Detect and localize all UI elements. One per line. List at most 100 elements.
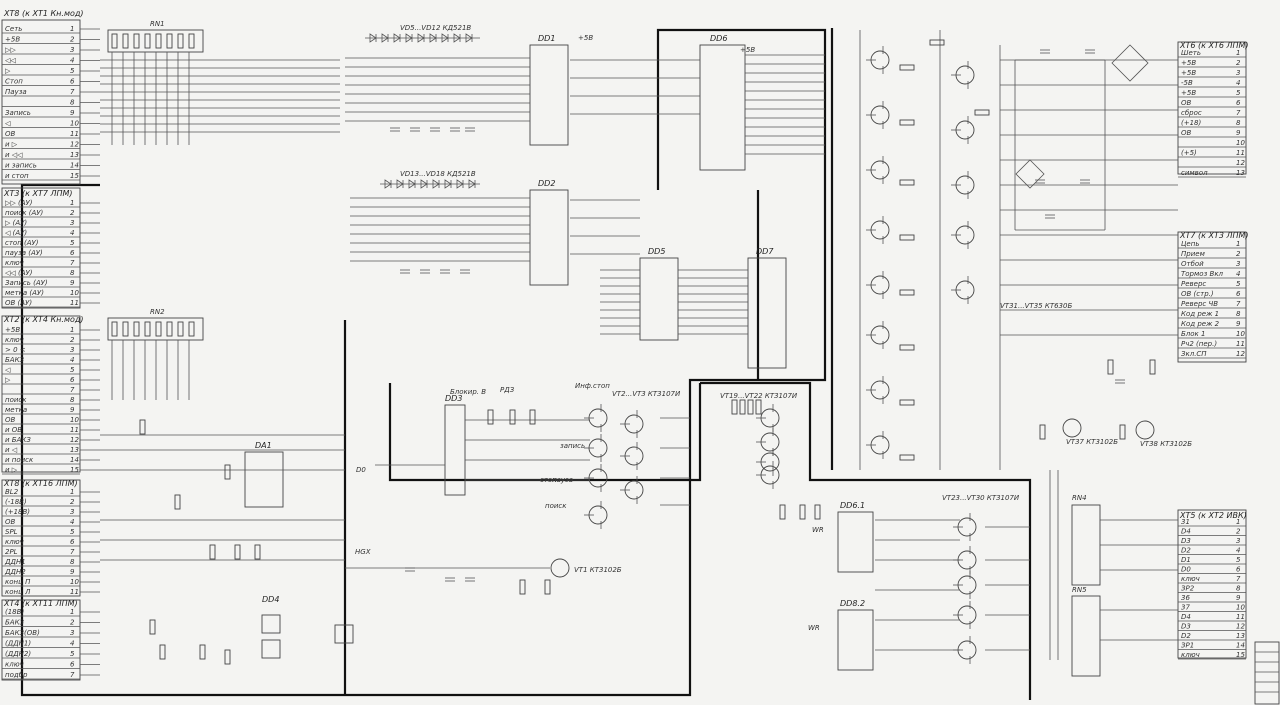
connector-pin-label: (ДДН1) <box>5 640 31 648</box>
connector-pin-label: -5В <box>1181 79 1193 87</box>
connector-pin-number: 9 <box>1236 320 1241 328</box>
diode-symbol <box>405 33 413 43</box>
connector-pin-number: 8 <box>70 396 75 404</box>
resistor <box>224 649 231 665</box>
connector-pin-label: стоп (АУ) <box>5 239 39 247</box>
connector-pin-number: 9 <box>70 406 75 414</box>
resistor <box>814 504 821 520</box>
resistor <box>133 321 140 337</box>
connector-pin-number: 6 <box>70 376 75 384</box>
svg-text:DA1: DA1 <box>255 441 272 450</box>
connector-pin-label: Прием <box>1181 250 1206 258</box>
connector-pin-label: +5В <box>1181 69 1196 77</box>
connector-pin-label: D3 <box>1181 623 1191 631</box>
svg-text:DD8.2: DD8.2 <box>840 599 865 608</box>
connector-pin-number: 1 <box>1236 240 1240 248</box>
connector-pin-number: 14 <box>1236 642 1245 650</box>
resistor <box>974 109 990 116</box>
connector-pin-label: D2 <box>1181 632 1191 640</box>
connector-pin-number: 15 <box>1236 651 1245 659</box>
connector-pin-label: Запись (АУ) <box>5 279 48 287</box>
connector-pin-label: и запись <box>5 162 37 170</box>
diode-symbol <box>456 179 464 189</box>
transistor-group-vt11-vt27: VT31...VT35 КТ630Б <box>866 46 1072 459</box>
connector-pin-number: 4 <box>1236 547 1240 555</box>
connector-pin-number: 12 <box>1236 159 1245 167</box>
resistor <box>166 321 173 337</box>
connector-pin-label: SPL <box>5 528 18 536</box>
connector-pin-number: 6 <box>1236 290 1241 298</box>
resistor <box>519 579 526 595</box>
connector-pin-number: 11 <box>70 130 79 138</box>
transistor-vt38: VT38 КТ3102Б <box>1135 420 1192 448</box>
resistor <box>122 321 129 337</box>
connector-pin-label: ◁◁ (АУ) <box>5 269 33 277</box>
diode-symbol <box>420 179 428 189</box>
connector-pin-number: 8 <box>70 558 75 566</box>
connector-pin-label: (+18В) <box>5 508 30 516</box>
connector-pin-label: и БАКЗ <box>5 436 31 444</box>
signal-wires <box>100 30 1178 660</box>
connector-pin-label: Код реж 2 <box>1181 320 1220 328</box>
resistor <box>224 464 231 480</box>
connector-pin-label: Сеть <box>5 25 22 33</box>
connector-pin-number: 1 <box>70 608 74 616</box>
svg-text:DD3: DD3 <box>445 394 462 403</box>
connector-pin-label: сброс <box>1181 109 1202 117</box>
connector-pin-label: +5В <box>1181 89 1196 97</box>
connector-pin-label: Тормоз Вкл <box>1181 270 1224 278</box>
connector-pin-label: ▷ <box>5 67 11 75</box>
resistor <box>174 494 181 510</box>
resistor <box>122 33 129 49</box>
connector-pin-label: > 0 < <box>5 346 26 354</box>
svg-text:Инф.стоп: Инф.стоп <box>575 382 610 390</box>
resistor <box>111 33 118 49</box>
connector-pin-number: 2 <box>70 36 75 44</box>
svg-text:WR: WR <box>812 526 824 534</box>
resistor <box>509 409 516 425</box>
connector-pin-label: ◁◁ <box>5 57 16 65</box>
connector-pin-number: 7 <box>1236 109 1241 117</box>
svg-text:VT38 КТ3102Б: VT38 КТ3102Б <box>1140 440 1192 448</box>
resistor <box>159 644 166 660</box>
resistor <box>166 33 173 49</box>
transistor-vt1: VT1 КТ3102Б <box>550 558 622 578</box>
connector-pin-number: 2 <box>70 336 75 344</box>
connector-pin-number: 3 <box>1236 537 1240 545</box>
svg-text:DD5: DD5 <box>648 247 665 256</box>
svg-text:запись: запись <box>560 442 585 450</box>
connector-pin-label: D2 <box>1181 547 1191 555</box>
connector-pin-number: 3 <box>70 346 74 354</box>
xt8b-title: XT8 (к XT16 ЛПМ) <box>3 479 78 488</box>
connector-pin-label: конц П <box>5 578 31 586</box>
connector-pin-number: 1 <box>70 199 74 207</box>
connector-pin-number: 7 <box>1236 575 1241 583</box>
connector-pin-number: 11 <box>70 299 79 307</box>
connector-pin-label: Код реж 1 <box>1181 310 1219 318</box>
connector-pin-number: 2 <box>70 619 75 627</box>
resistor <box>747 399 754 415</box>
connector-pin-number: 1 <box>1236 518 1240 526</box>
heavy-bus-lines <box>20 28 1032 700</box>
resistor <box>529 409 536 425</box>
connector-pin-number: 6 <box>1236 566 1241 574</box>
svg-text:VT2...VT3 КТ3107И: VT2...VT3 КТ3107И <box>612 390 681 398</box>
svg-text:Блокир. В: Блокир. В <box>450 388 486 396</box>
connector-pin-label: ОВ <box>1181 99 1192 107</box>
diode-bridge <box>1111 44 1149 82</box>
connector-pin-number: 12 <box>70 436 79 444</box>
connector-pin-label: 37 <box>1181 604 1190 612</box>
connector-pin-number: 11 <box>70 588 79 596</box>
connector-pin-number: 7 <box>70 671 75 679</box>
resistor <box>177 321 184 337</box>
connector-pin-number: 9 <box>70 568 75 576</box>
xt5-title: XT5 (к XT2 ИВК) <box>1179 511 1247 520</box>
connector-pin-number: 4 <box>70 640 74 648</box>
diode-row-vd5-vd12: VD5...VD12 КД521В <box>365 24 480 43</box>
connector-pin-label: БАКЗ <box>5 356 25 364</box>
